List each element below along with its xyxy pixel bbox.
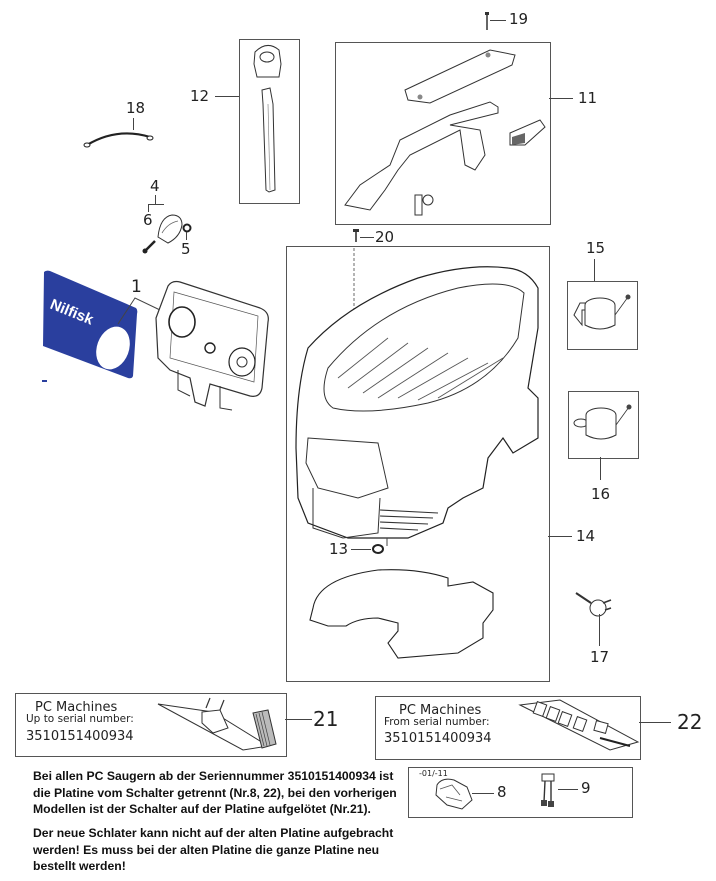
- part-number-15: 15: [586, 239, 606, 257]
- knob-illustration: [142, 205, 200, 254]
- switch-8-illustration: [432, 775, 477, 811]
- part-number-21: 21: [313, 707, 339, 731]
- part-number-5: 5: [181, 240, 191, 258]
- control-panel-illustration: [150, 278, 275, 413]
- pc-box-22-serial: 3510151400934: [384, 731, 492, 746]
- note-paragraph-1: Bei allen PC Saugern ab der Seriennummer…: [33, 769, 397, 816]
- part-number-16: 16: [591, 485, 611, 503]
- part-number-11: 11: [578, 89, 598, 107]
- part-number-22: 22: [677, 710, 703, 734]
- nilfisk-label-sticker: [43, 270, 138, 379]
- handle-part-12-illustration: [245, 42, 295, 202]
- vacuum-head-housing-illustration: [288, 248, 546, 678]
- power-plug-17-illustration: [573, 588, 613, 623]
- clamp-15-illustration: [570, 294, 631, 345]
- pc-box-22-title: PC Machines: [399, 703, 482, 718]
- circuit-board-21-illustration: [158, 698, 283, 753]
- dash-mark: [42, 380, 47, 382]
- part-number-18: 18: [126, 99, 146, 117]
- part-number-20: 20: [375, 228, 395, 246]
- circuit-board-22-illustration: [520, 700, 638, 755]
- part-number-6: 6: [143, 211, 153, 229]
- pc-box-21-serial: 3510151400934: [26, 729, 134, 744]
- part-number-8: 8: [497, 783, 507, 801]
- pc-box-21-subtitle: Up to serial number:: [26, 713, 134, 725]
- note-paragraph-2: Der neue Schlater kann nicht auf der alt…: [33, 826, 394, 873]
- part-number-13: 13: [329, 540, 349, 558]
- o-ring-13-icon: [371, 543, 385, 555]
- part-number-9: 9: [581, 779, 591, 797]
- part-number-4: 4: [150, 177, 160, 195]
- part-number-14: 14: [576, 527, 596, 545]
- handle-11-illustration: [340, 45, 550, 220]
- part-number-12: 12: [190, 87, 210, 105]
- pc-box-21-title: PC Machines: [35, 700, 118, 715]
- part-number-17: 17: [590, 648, 610, 666]
- part-number-19: 19: [509, 10, 529, 28]
- cable-18-illustration: [82, 125, 156, 150]
- switch-9-illustration: [541, 772, 558, 807]
- part-number-1: 1: [131, 277, 142, 297]
- pc-box-22-subtitle: From serial number:: [384, 716, 490, 728]
- clamp-16-illustration: [571, 404, 632, 455]
- variant-label: -01/-11: [419, 769, 448, 778]
- leader-1: [118, 296, 163, 326]
- screw-19-icon: [485, 12, 489, 32]
- screw-20-icon: [353, 229, 359, 243]
